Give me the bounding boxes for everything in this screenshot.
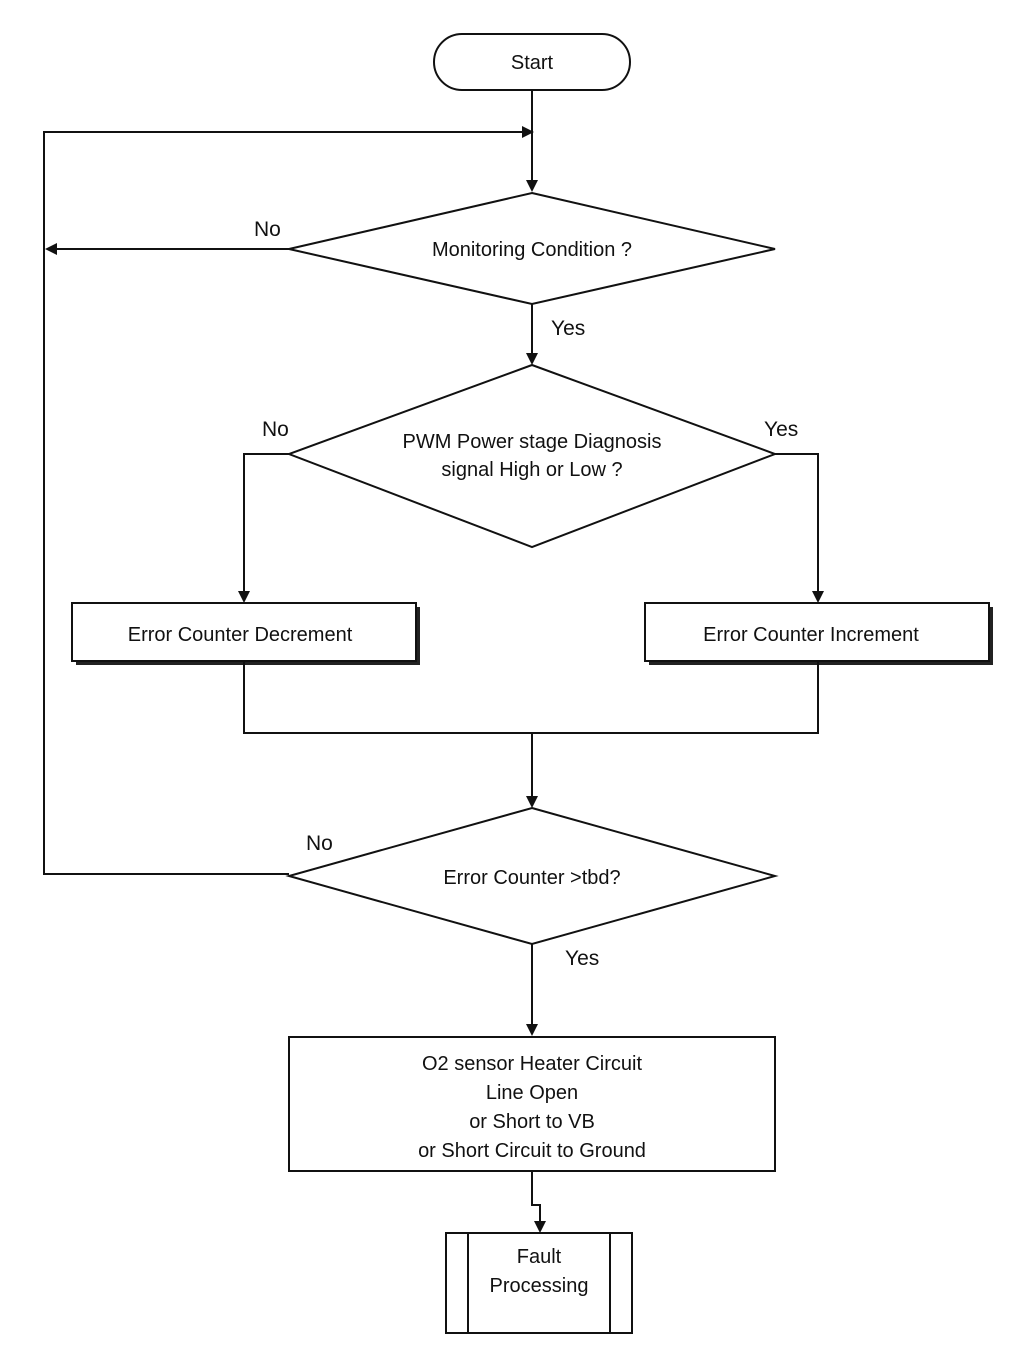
- process-error-counter-decrement: Error Counter Decrement: [71, 602, 420, 665]
- decision-pwm-label-line2: signal High or Low ?: [441, 459, 622, 481]
- loop-back-line: [43, 131, 532, 875]
- fault-detected-line2: Line Open: [486, 1082, 578, 1104]
- decision-pwm-diagnosis: PWM Power stage Diagnosis signal High or…: [286, 363, 778, 549]
- monitoring-yes-label: Yes: [551, 317, 585, 340]
- connector-fault-to-processing: [531, 1171, 546, 1233]
- decision-pwm-label-line1: PWM Power stage Diagnosis: [403, 431, 662, 453]
- decision-monitoring-condition: Monitoring Condition ?: [288, 191, 776, 306]
- pwm-yes-label: Yes: [764, 418, 798, 441]
- subprocess-fault-processing: Fault Processing: [445, 1232, 633, 1334]
- decision-error-counter: Error Counter >tbd?: [285, 806, 779, 946]
- fault-detected-line4: or Short Circuit to Ground: [418, 1140, 646, 1162]
- fault-detected-line1: O2 sensor Heater Circuit: [422, 1053, 643, 1075]
- start-terminal: Start: [433, 33, 631, 91]
- monitoring-no-label: No: [254, 218, 281, 241]
- fault-processing-line1: Fault: [517, 1246, 562, 1268]
- pwm-no-label: No: [262, 418, 289, 441]
- connector-pwm-no: [238, 453, 289, 603]
- counter-yes-label: Yes: [565, 947, 599, 970]
- counter-no-label: No: [306, 832, 333, 855]
- decision-counter-label: Error Counter >tbd?: [443, 867, 620, 889]
- decision-monitoring-label: Monitoring Condition ?: [432, 239, 632, 261]
- process-o2-sensor-fault: O2 sensor Heater Circuit Line Open or Sh…: [288, 1036, 776, 1172]
- connector-pwm-yes: [775, 453, 824, 603]
- start-label: Start: [511, 52, 554, 74]
- fault-processing-line2: Processing: [490, 1275, 589, 1297]
- process-increment-label: Error Counter Increment: [703, 624, 919, 646]
- fault-detected-line3: or Short to VB: [469, 1111, 595, 1133]
- process-decrement-label: Error Counter Decrement: [128, 624, 353, 646]
- process-error-counter-increment: Error Counter Increment: [644, 602, 993, 665]
- merge-line: [243, 661, 819, 734]
